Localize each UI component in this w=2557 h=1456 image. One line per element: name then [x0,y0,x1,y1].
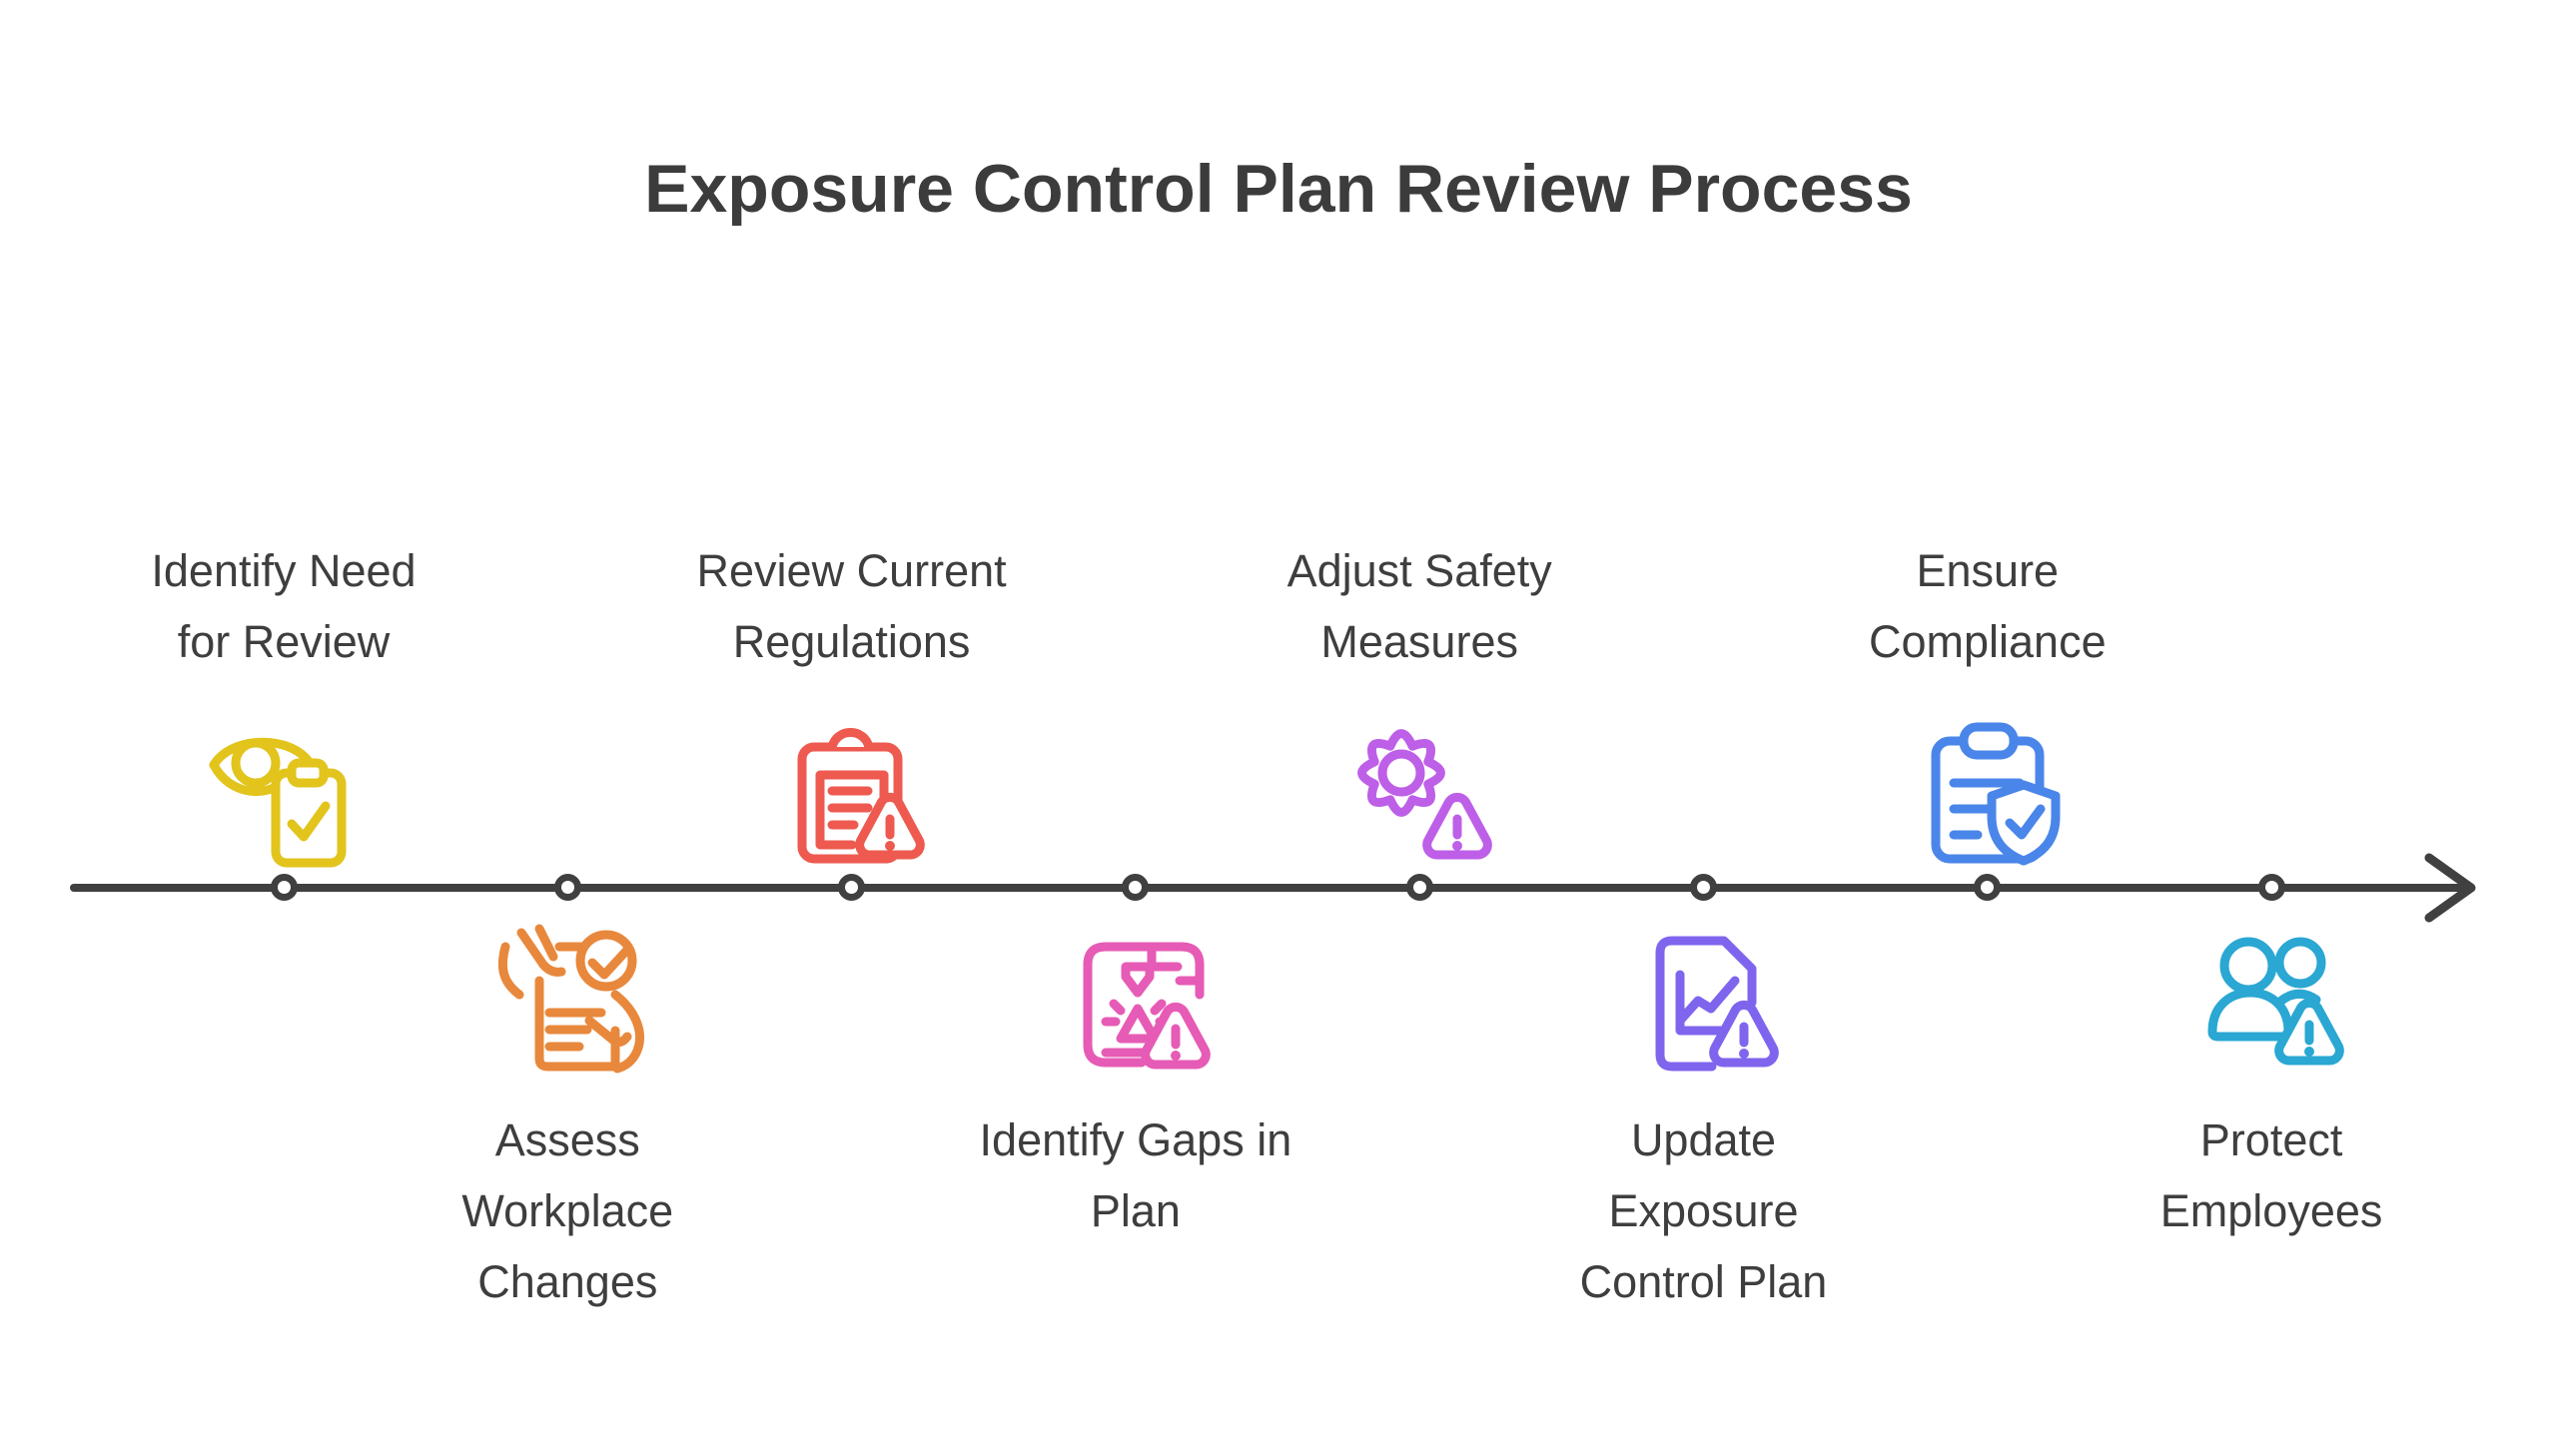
gear-warning-icon [1357,729,1493,860]
diagram-title: Exposure Control Plan Review Process [644,151,1913,227]
process-step: Ensure Compliance [1758,535,2217,871]
timeline-node [1974,874,2002,901]
process-step: Protect Employees [2042,919,2501,1246]
timeline-node [553,874,581,901]
process-step: Update Exposure Control Plan [1474,919,1934,1317]
timeline-node [838,874,866,901]
process-step: Identify Need for Review [54,535,513,871]
eye-clipboard-check-icon [209,737,347,868]
process-step: Identify Gaps in Plan [906,919,1365,1246]
machine-warning-icon [1083,942,1211,1070]
step-label: Update Exposure Control Plan [1579,1114,1828,1307]
step-label: Assess Workplace Changes [461,1114,674,1307]
step-label: Identify Gaps in Plan [979,1114,1292,1236]
step-label: Identify Need for Review [151,545,417,667]
timeline-node [1690,874,1717,901]
timeline-node [1405,874,1433,901]
step-label: Ensure Compliance [1868,545,2107,667]
step-label: Protect Employees [2159,1114,2383,1236]
timeline-node [1122,874,1150,901]
clipboard-shield-check-icon [1931,722,2061,866]
step-label: Adjust Safety Measures [1286,545,1552,667]
step-label: Review Current Regulations [696,545,1007,667]
timeline-node [270,874,298,901]
clipboard-warning-icon [797,727,925,864]
people-warning-icon [2207,937,2344,1066]
hands-document-check-icon [498,924,645,1074]
timeline-line [70,884,2465,892]
timeline-node [2257,874,2285,901]
timeline-arrowhead-icon [2424,853,2476,923]
process-step: Review Current Regulations [622,535,1082,871]
process-step: Assess Workplace Changes [338,919,797,1317]
document-chart-warning-icon [1655,936,1779,1072]
process-step: Adjust Safety Measures [1190,535,1649,871]
